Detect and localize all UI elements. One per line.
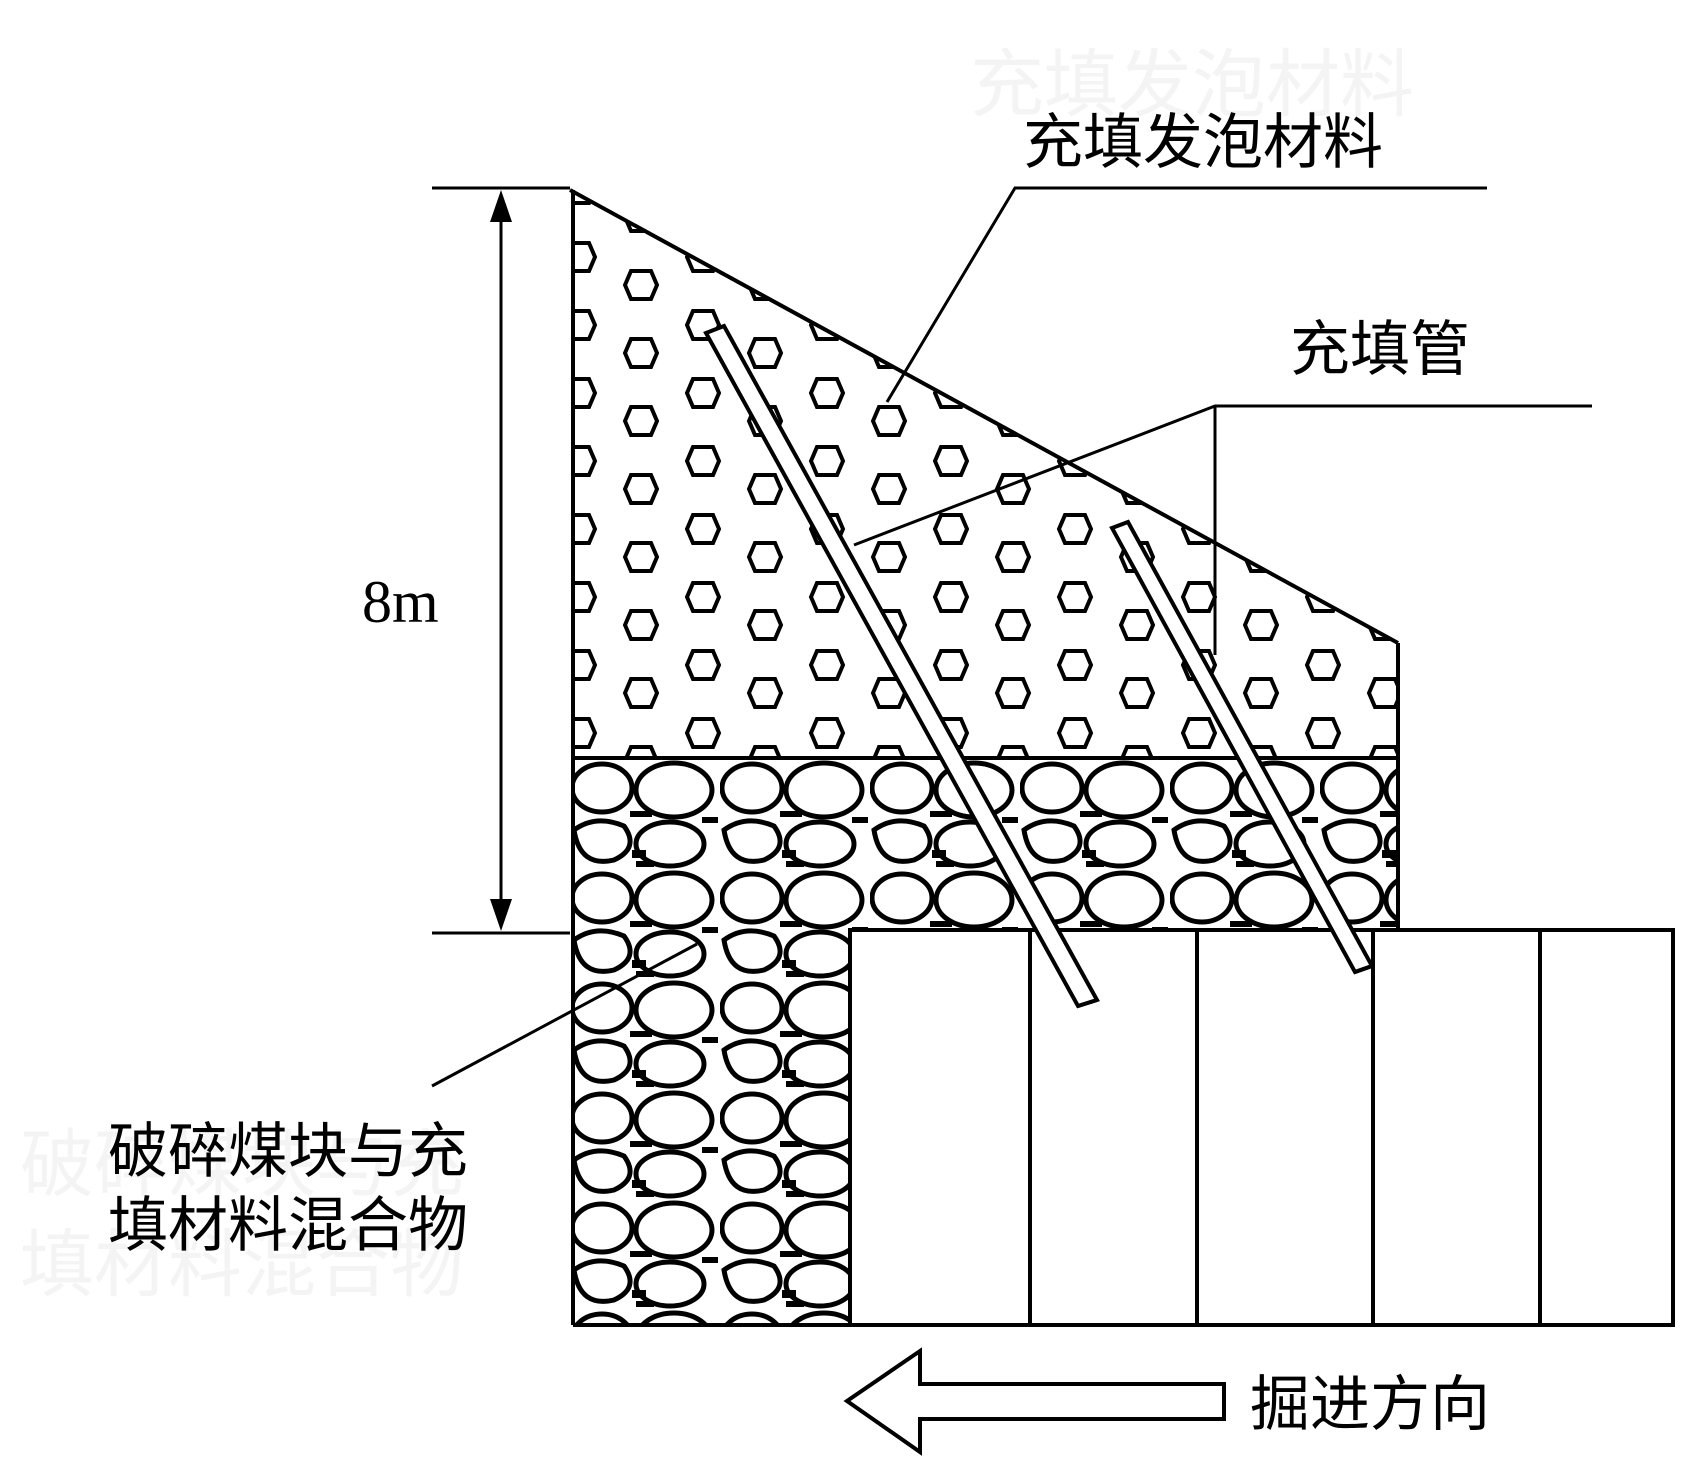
pipe-label: 充填管 — [1290, 315, 1470, 385]
support-frame — [848, 928, 1675, 1327]
mixture-label-line1: 破碎煤块与充 — [108, 1117, 468, 1187]
direction-indicator: 掘进方向 — [843, 1347, 1490, 1456]
leader-lines — [431, 186, 1592, 1088]
filling-pipes — [703, 323, 1375, 1009]
foam-fill-zone — [573, 190, 1398, 758]
foam-label: 充填发泡材料 — [1023, 108, 1383, 178]
height-dimension: 8m — [362, 186, 570, 935]
mixture-label-line2: 填材料混合物 — [108, 1191, 468, 1261]
slope-line — [569, 188, 1399, 645]
filling-pipe — [1109, 519, 1375, 975]
ghost-text: 充填发泡材料 破碎煤块与充 填材料混合物 — [20, 42, 1414, 1308]
foam-leader-line — [885, 186, 1487, 403]
dimension-arrow-down-icon — [490, 899, 512, 931]
support-units — [848, 928, 1675, 1327]
dimension-arrow-up-icon — [490, 190, 512, 222]
ghost-mixture-text-2: 填材料混合物 — [20, 1222, 464, 1308]
rubble-mixture-zone — [573, 758, 1398, 1325]
left-arrow-icon — [843, 1347, 1226, 1456]
mixture-leader-line — [431, 942, 698, 1088]
filling-pipe — [703, 323, 1100, 1009]
ghost-foam-text: 充填发泡材料 — [970, 42, 1414, 128]
dimension-label: 8m — [362, 569, 439, 635]
direction-label: 掘进方向 — [1250, 1370, 1490, 1440]
ghost-mixture-text: 破碎煤块与充 — [20, 1122, 464, 1208]
